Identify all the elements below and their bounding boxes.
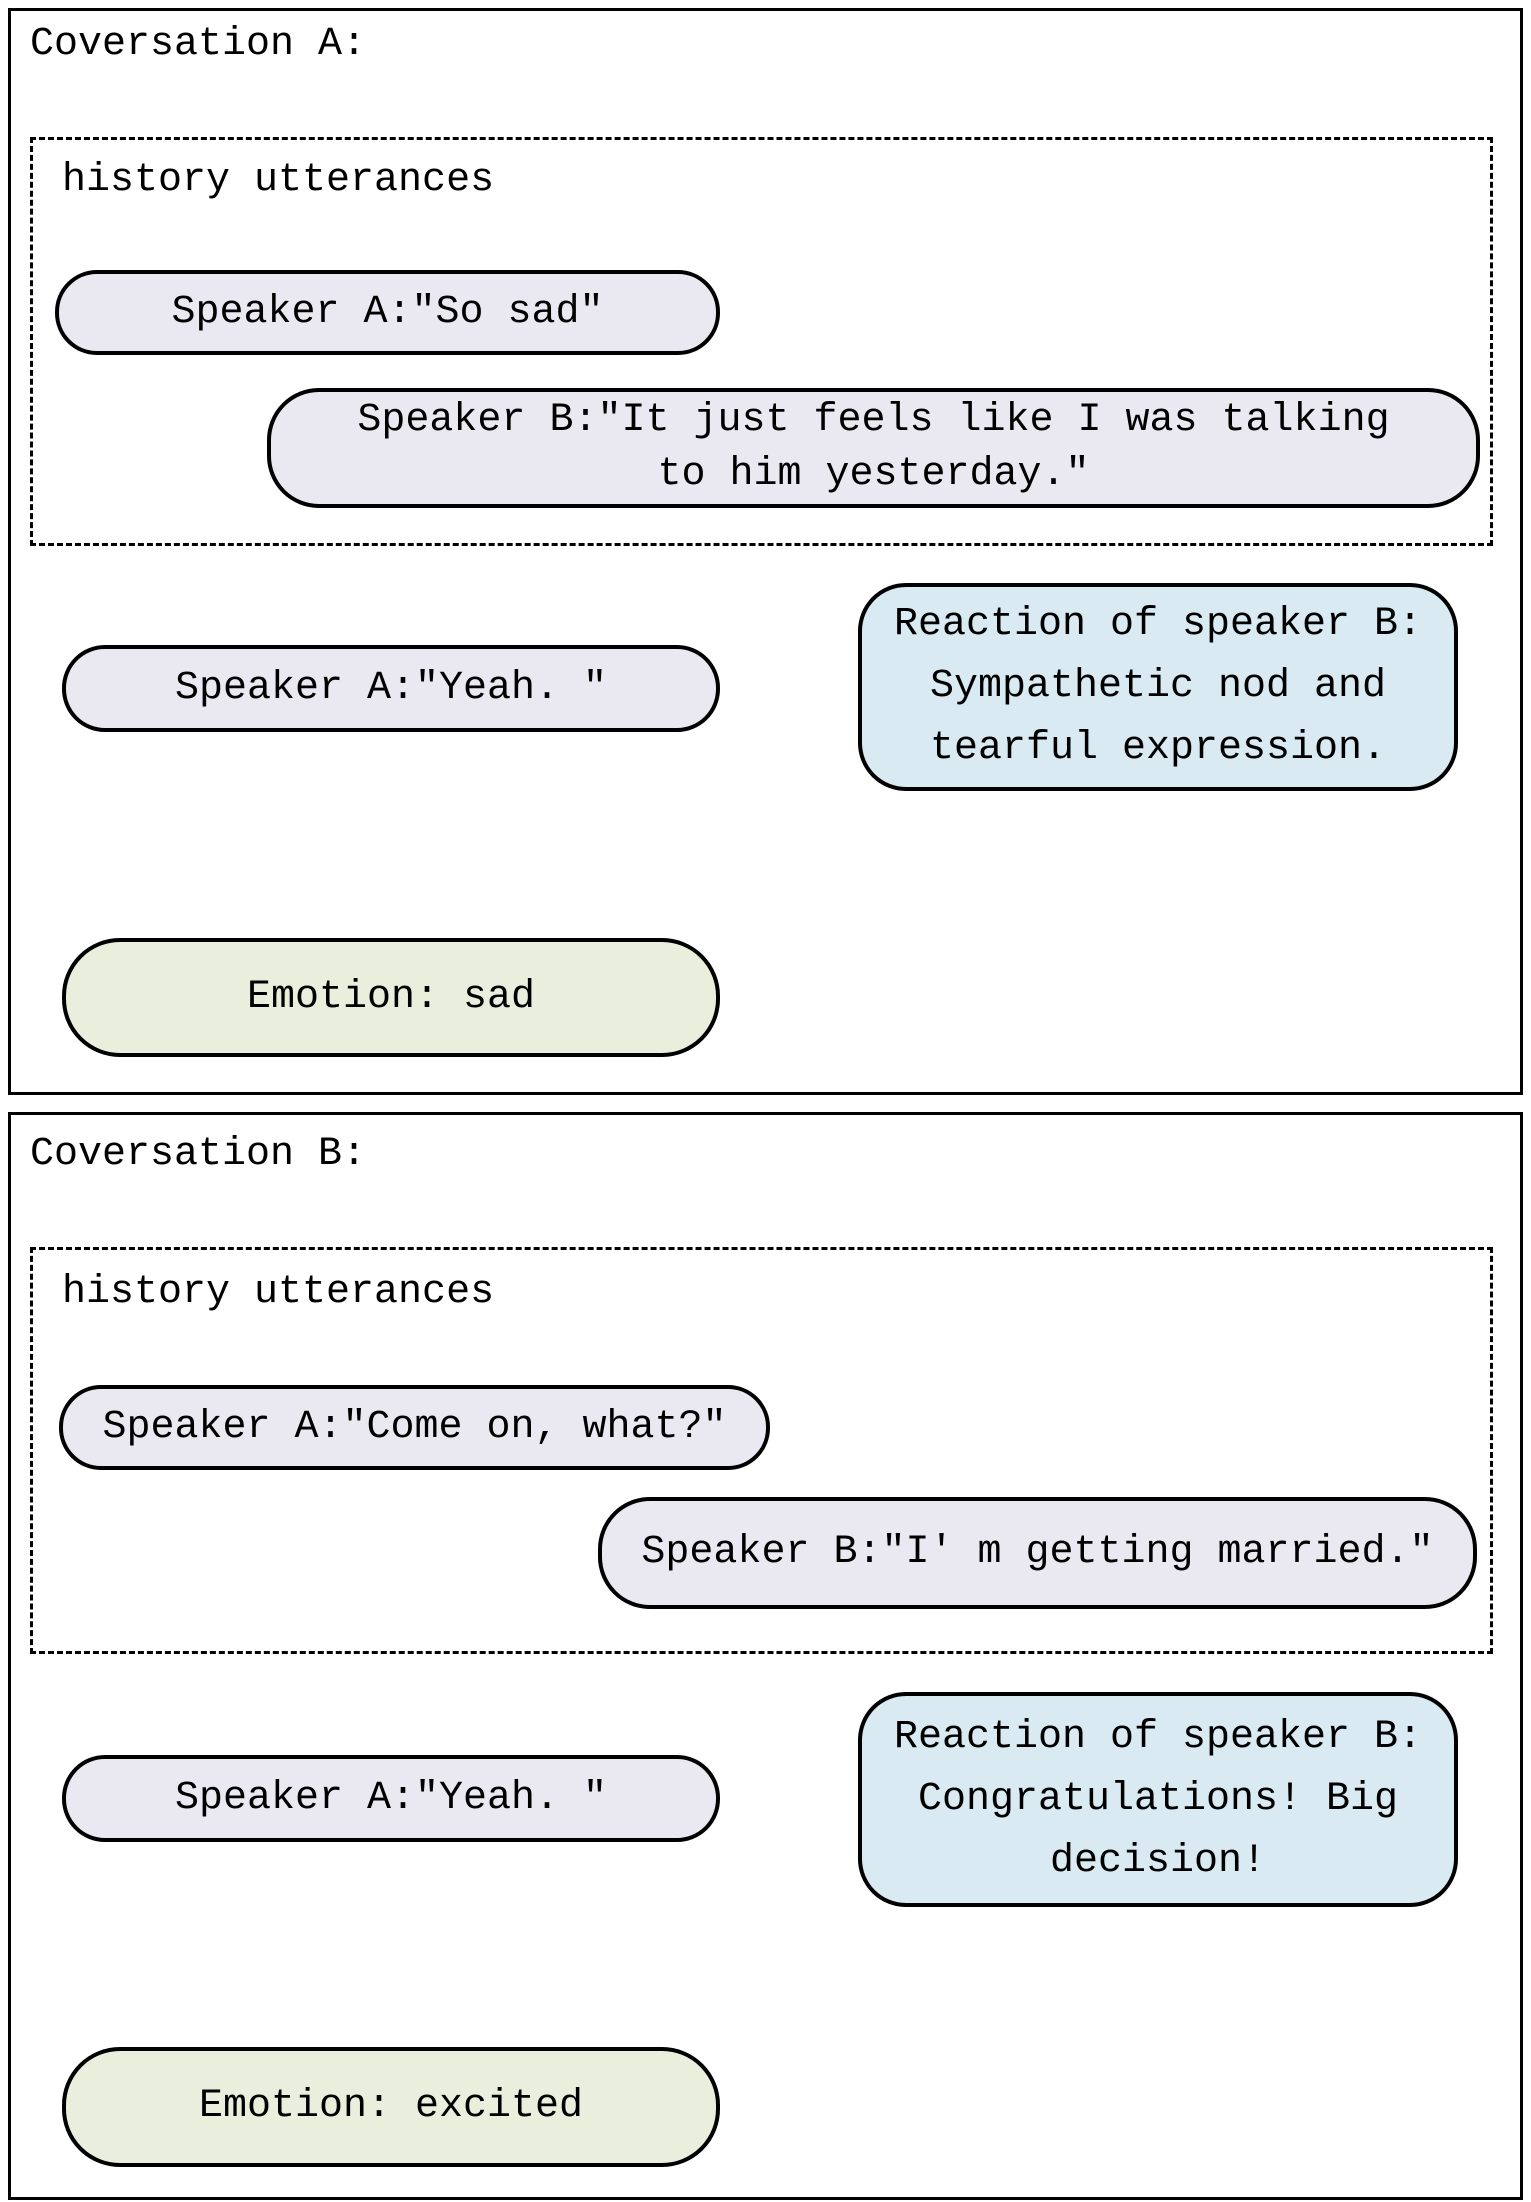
- reaction-text-b-line3: decision!: [1049, 1838, 1267, 1884]
- utterance-text-a2-line1: Speaker B:″It just feels like I was talk…: [357, 398, 1390, 443]
- conversation-b-panel: [8, 1112, 1523, 2200]
- utterance-bubble-b2: Speaker B:″I′ m getting married.″: [598, 1497, 1477, 1609]
- current-utterance-text-b: Speaker A:″Yeah. ″: [174, 1775, 608, 1821]
- emotion-bubble-a: Emotion: sad: [62, 938, 720, 1057]
- reaction-text-a-line2: Sympathetic nod and: [929, 664, 1387, 709]
- utterance-text-a2-line2: to him yesterday.″: [657, 452, 1090, 497]
- utterance-bubble-a2: Speaker B:″It just feels like I was talk…: [267, 388, 1480, 508]
- current-utterance-bubble-a: Speaker A:″Yeah. ″: [62, 645, 720, 732]
- conversation-a-panel: [8, 8, 1523, 1095]
- utterance-bubble-a1: Speaker A:″So sad″: [55, 270, 720, 355]
- history-utterances-box-b: [30, 1247, 1493, 1654]
- reaction-bubble-a: Reaction of speaker B: Sympathetic nod a…: [858, 583, 1458, 791]
- reaction-bubble-b: Reaction of speaker B: Congratulations! …: [858, 1692, 1458, 1907]
- emotion-text-b: Emotion: excited: [198, 2084, 584, 2129]
- history-utterances-label-b: history utterances: [62, 1270, 495, 1315]
- utterance-text-b2: Speaker B:″I′ m getting married.″: [641, 1530, 1434, 1575]
- utterance-text-b1: Speaker A:″Come on, what?″: [102, 1404, 727, 1450]
- utterance-text-a1: Speaker A:″So sad″: [171, 289, 604, 335]
- history-utterances-label-a: history utterances: [62, 158, 495, 203]
- emotion-text-a: Emotion: sad: [246, 974, 536, 1020]
- utterance-bubble-b1: Speaker A:″Come on, what?″: [59, 1385, 770, 1470]
- reaction-text-b-line2: Congratulations! Big: [917, 1776, 1399, 1822]
- conversation-a-title: Coversation A:: [30, 22, 367, 67]
- history-utterances-box-a: [30, 137, 1493, 546]
- conversation-b-title: Coversation B:: [30, 1132, 367, 1177]
- current-utterance-text-a: Speaker A:″Yeah. ″: [174, 665, 608, 711]
- emotion-bubble-b: Emotion: excited: [62, 2047, 720, 2167]
- reaction-text-a-line3: tearful expression.: [929, 726, 1387, 771]
- reaction-text-a-line1: Reaction of speaker B:: [893, 602, 1423, 647]
- reaction-text-b-line1: Reaction of speaker B:: [893, 1714, 1423, 1760]
- current-utterance-bubble-b: Speaker A:″Yeah. ″: [62, 1755, 720, 1842]
